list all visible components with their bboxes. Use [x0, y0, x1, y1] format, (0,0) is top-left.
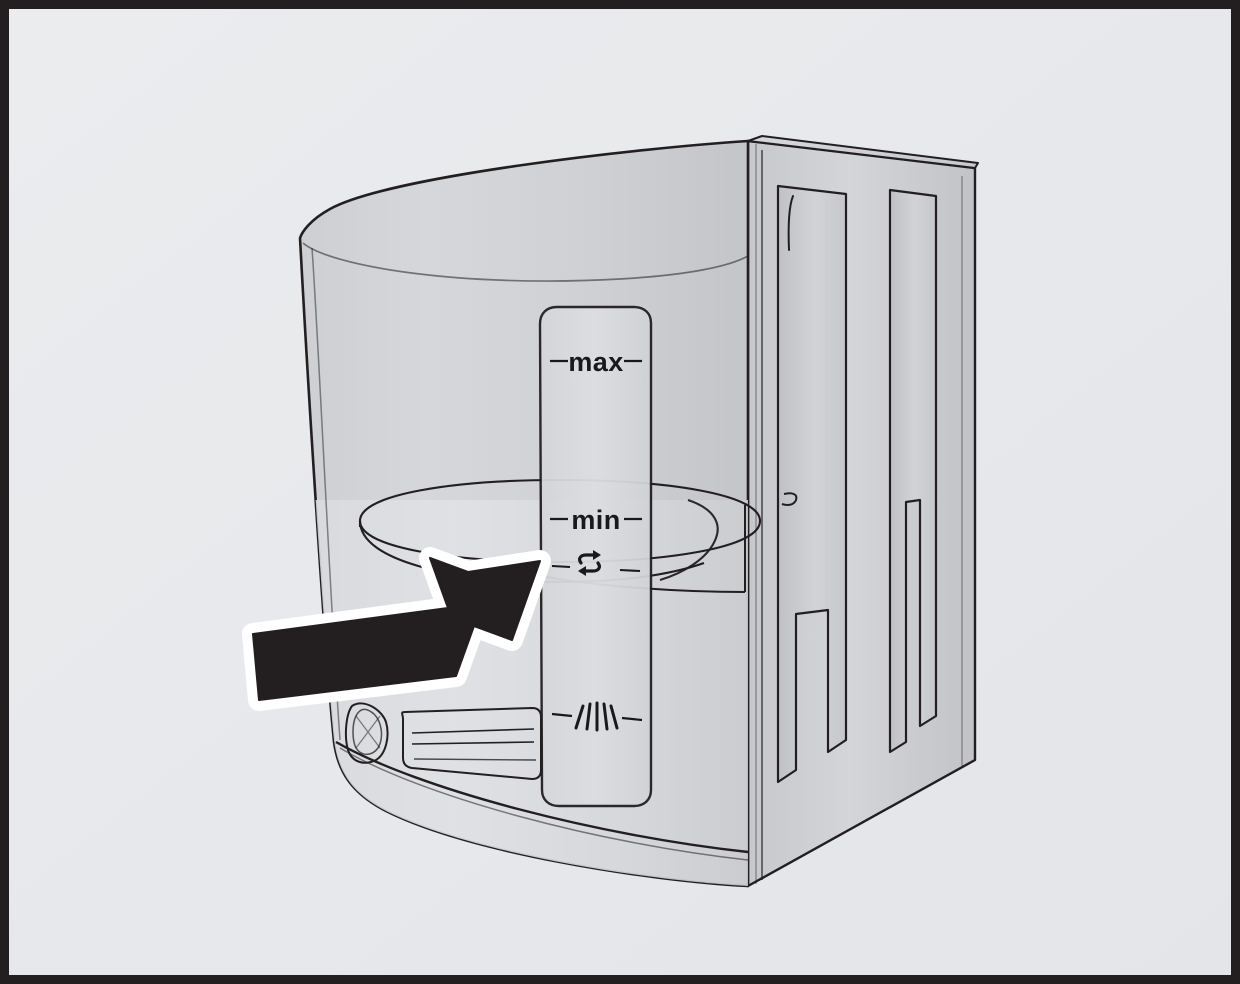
exchange-lower-arrow [579, 561, 601, 573]
spray-dash-left [551, 712, 573, 718]
exchange-arrows-icon [578, 550, 601, 576]
groove-left-inner-line [795, 609, 829, 615]
label-recess-line-2 [411, 741, 535, 745]
label-recess-outline [401, 706, 542, 781]
handle-grip-outline [344, 702, 389, 764]
spray-fan-icon [574, 701, 619, 732]
exchange-dash-left [551, 564, 571, 569]
fill-level-gauge-strip: max min [538, 305, 653, 808]
inner-scoop-curve [659, 499, 719, 582]
max-label: max [568, 347, 623, 377]
pointer-arrow-body [252, 557, 541, 701]
min-label: min [571, 505, 620, 535]
handle-grip-cross [355, 715, 381, 749]
gauge-mark-max: max [550, 347, 642, 377]
exchange-lower-arrowhead [578, 566, 586, 576]
tank-rim-inner-lip [302, 242, 749, 282]
tank-side-top-face [747, 135, 979, 169]
groove-left-highlight [787, 195, 794, 251]
spray-dash-right [621, 716, 643, 722]
groove-right-inner-line [905, 499, 921, 503]
label-recess-line-3 [413, 758, 537, 761]
gauge-mark-min: min [550, 505, 642, 535]
handle-grip-inner [352, 708, 383, 756]
inner-scoop-notch [781, 492, 798, 506]
exchange-dash-right [619, 568, 641, 573]
label-recess-line-1 [411, 728, 535, 734]
water-surface-ellipse [358, 478, 762, 564]
pointer-arrow [242, 547, 551, 711]
handle-grip[interactable] [344, 702, 389, 764]
exchange-upper-arrow [578, 553, 600, 565]
tank-bottom-underside [339, 747, 749, 861]
label-recess [401, 706, 542, 781]
exchange-upper-arrowhead [593, 550, 601, 560]
